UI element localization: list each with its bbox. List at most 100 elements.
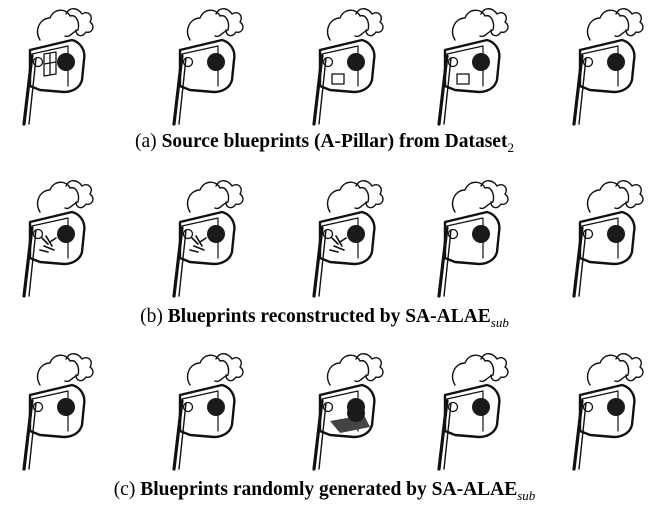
inner-frame — [321, 45, 359, 87]
row-b-images — [0, 172, 649, 300]
pillar-line-inner — [443, 57, 452, 125]
top-outline — [586, 181, 630, 213]
wave-outline — [355, 180, 384, 209]
body-outline — [318, 38, 376, 94]
top-outline — [186, 9, 230, 41]
pillar-line-inner — [178, 402, 187, 470]
pillar-line — [22, 54, 34, 126]
body-outline — [178, 210, 236, 266]
grid-detail — [43, 51, 57, 77]
pillar-line-inner — [578, 57, 587, 125]
dark-circle — [207, 225, 225, 243]
blueprint-b-3 — [312, 180, 384, 298]
caption-a: (a) Source blueprints (A-Pillar) from Da… — [0, 130, 649, 160]
wave-outline — [215, 180, 244, 209]
top-outline — [451, 9, 495, 41]
pillar-line-inner — [28, 402, 37, 470]
dark-circle — [57, 53, 75, 71]
pillar-line — [572, 226, 584, 298]
dark-circle — [472, 398, 490, 416]
pillar-line — [312, 226, 324, 298]
body-outline — [578, 383, 636, 439]
pillar-line — [572, 399, 584, 471]
body-outline — [578, 210, 636, 266]
inner-frame — [181, 45, 219, 87]
body-outline — [178, 38, 236, 94]
blueprint-a-5 — [572, 8, 644, 126]
inner-frame — [581, 45, 619, 87]
pillar-line — [22, 399, 34, 471]
top-outline — [186, 354, 230, 386]
inner-frame — [581, 390, 619, 432]
noise-detail — [189, 235, 207, 253]
top-outline — [326, 181, 370, 213]
dark-circle — [607, 398, 625, 416]
top-outline — [451, 354, 495, 386]
top-outline — [451, 181, 495, 213]
body-outline — [318, 210, 376, 266]
dark-circle — [57, 225, 75, 243]
dark-circle — [57, 398, 75, 416]
dark-circle — [347, 225, 365, 243]
wave-outline — [615, 180, 644, 209]
pillar-line-inner — [178, 229, 187, 297]
blueprint-b-2 — [172, 180, 244, 298]
pillar-line — [172, 226, 184, 298]
blueprint-a-3 — [312, 8, 384, 126]
pillar-line — [22, 226, 34, 298]
pillar-line-inner — [28, 57, 37, 125]
blueprint-strip-b — [22, 180, 644, 298]
inner-frame — [581, 217, 619, 259]
caption-a-text: Source blueprints (A-Pillar) from Datase… — [161, 131, 508, 152]
dark-circle — [472, 53, 490, 71]
top-outline — [326, 9, 370, 41]
wave-outline — [355, 353, 384, 382]
row-a-images — [0, 0, 649, 128]
pillar-line-inner — [178, 57, 187, 125]
top-outline — [36, 9, 80, 41]
pillar-line-inner — [318, 229, 327, 297]
wave-outline — [355, 8, 384, 37]
wave-outline — [215, 8, 244, 37]
caption-c: (c) Blueprints randomly generated by SA-… — [0, 478, 649, 508]
pillar-line-inner — [28, 229, 37, 297]
blueprint-c-4 — [437, 353, 509, 471]
pillar-line-inner — [318, 402, 327, 470]
top-outline — [36, 354, 80, 386]
blueprint-b-5 — [572, 180, 644, 298]
pillar-line-inner — [578, 229, 587, 297]
wave-outline — [480, 180, 509, 209]
inner-frame — [31, 217, 69, 259]
wave-outline — [480, 8, 509, 37]
wave-outline — [215, 353, 244, 382]
pillar-line — [437, 399, 449, 471]
dark-circle — [207, 398, 225, 416]
pillar-line — [172, 54, 184, 126]
body-outline — [443, 383, 501, 439]
blueprint-a-2 — [172, 8, 244, 126]
pillar-line-inner — [443, 402, 452, 470]
blueprint-strip-c — [22, 353, 644, 471]
pillar-line-inner — [443, 229, 452, 297]
blueprint-b-4 — [437, 180, 509, 298]
wave-outline — [65, 353, 94, 382]
inner-frame — [31, 390, 69, 432]
inner-frame — [446, 45, 484, 87]
dark-circle — [207, 53, 225, 71]
inner-frame — [446, 390, 484, 432]
caption-b-subscript: sub — [490, 314, 509, 330]
dark-circle — [607, 225, 625, 243]
body-outline — [28, 383, 86, 439]
top-outline — [326, 354, 370, 386]
body-outline — [578, 38, 636, 94]
body-outline — [28, 38, 86, 94]
blueprint-c-5 — [572, 353, 644, 471]
wave-outline — [480, 353, 509, 382]
inner-frame — [181, 217, 219, 259]
inner-frame — [31, 45, 69, 87]
caption-a-subscript: 2 — [507, 139, 514, 155]
pillar-line — [572, 54, 584, 126]
wave-outline — [615, 353, 644, 382]
body-outline — [318, 383, 376, 439]
pillar-line — [437, 226, 449, 298]
